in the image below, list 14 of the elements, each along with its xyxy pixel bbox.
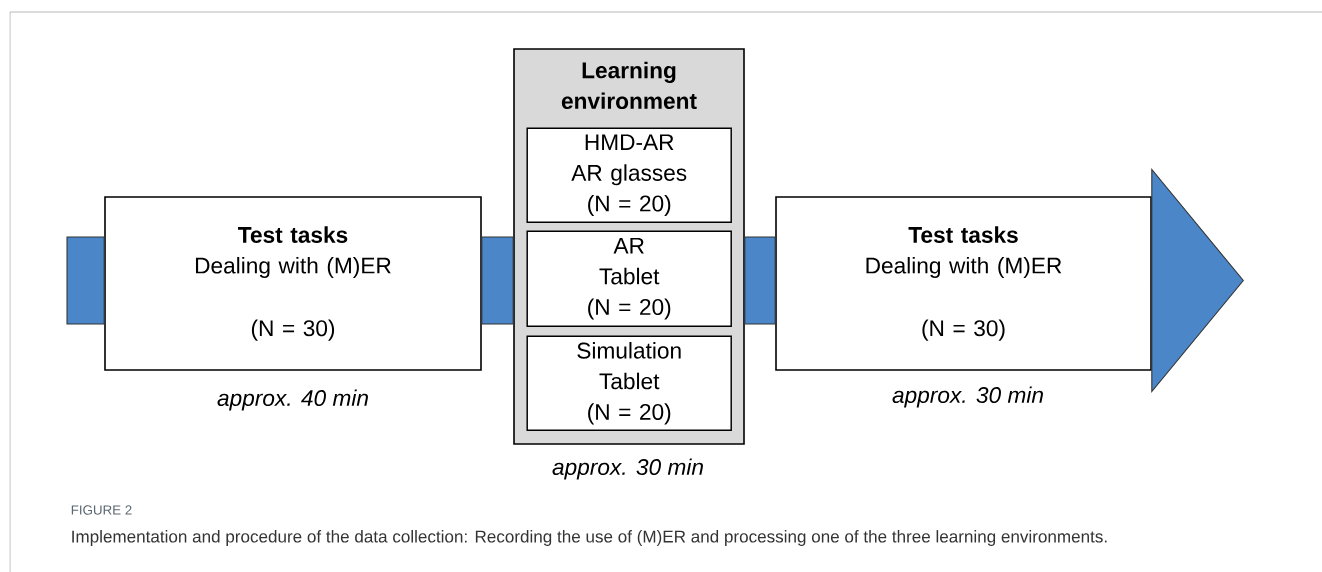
process-box: HMD-AR AR glasses (N = 20): [526, 127, 732, 223]
figure-number: FIGURE 2: [71, 505, 132, 515]
process-box: Simulation Tablet (N = 20): [526, 335, 732, 431]
connector-band: [744, 236, 776, 325]
duration-label: approx. 30 min: [892, 386, 1043, 408]
arrow: [1151, 168, 1244, 393]
process-box: Test tasks Dealing with (M)ER (N = 30): [104, 196, 482, 371]
duration-label: approx. 40 min: [217, 389, 368, 411]
connector-band: [481, 236, 514, 325]
connector-band: [66, 236, 105, 325]
process-box: Test tasks Dealing with (M)ER (N = 30): [775, 196, 1152, 371]
caption: Implementation and procedure of the data collection: Recording the use of (M)ER and processing one of the three learning environments.: [72, 530, 1107, 546]
process-box: AR Tablet (N = 20): [526, 230, 732, 327]
duration-label: approx. 30 min: [552, 458, 703, 480]
